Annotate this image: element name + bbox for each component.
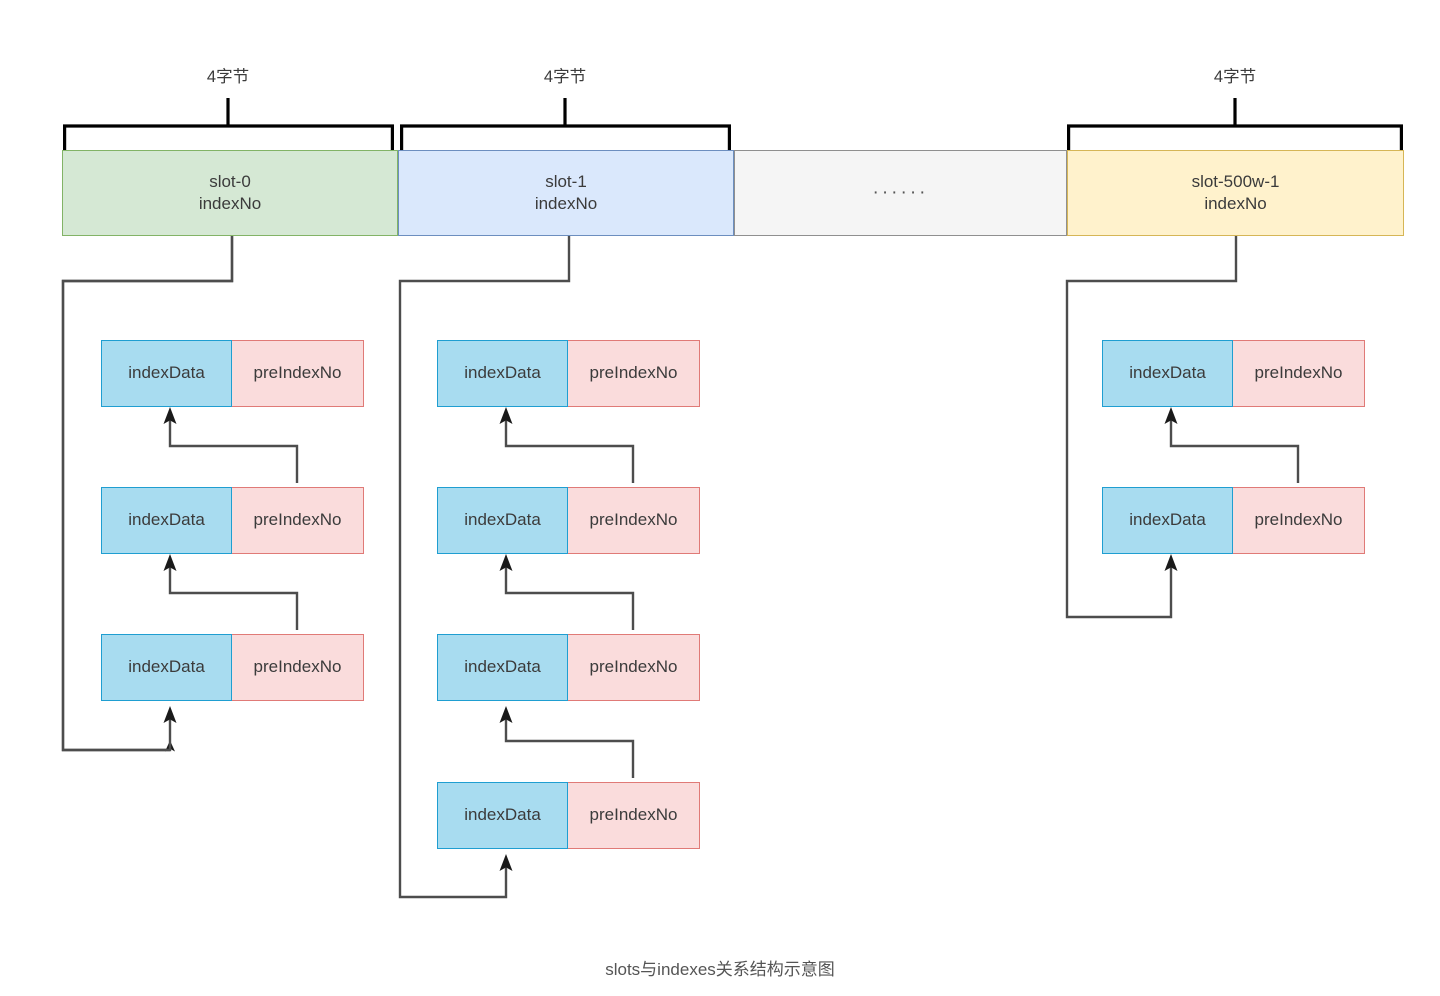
brace-label-slot-500w-1: 4字节 [1213, 68, 1257, 86]
diagram-caption: slots与indexes关系结构示意图 [605, 960, 835, 979]
slot-box-slot-500w-1[interactable]: slot-500w-1 indexNo [1067, 150, 1404, 236]
index-node-left-c1-n4[interactable]: indexData [437, 782, 568, 849]
brace-slot-1 [400, 98, 731, 151]
connector-slot-500w-1-to-chain [1065, 235, 1238, 619]
brace-slot-0 [62, 98, 394, 151]
slot-box-ellipsis: ······ [734, 150, 1067, 236]
slot-box-slot-1[interactable]: slot-1 indexNo [398, 150, 734, 236]
index-node-left-c0-n1[interactable]: indexData [101, 340, 232, 407]
index-node-left-c2-n1[interactable]: indexData [1102, 340, 1233, 407]
arrowhead-chain2-node1 [1164, 407, 1178, 424]
arrowhead-chain2-node2 [1164, 554, 1178, 571]
brace-label-slot-0: 4字节 [206, 68, 250, 86]
connector-chain-1-node-4-to-node-3 [504, 712, 635, 778]
index-node-left-c1-n1[interactable]: indexData [437, 340, 568, 407]
arrowhead-chain0-node2 [163, 554, 177, 571]
index-node-right-c0-n2[interactable]: preIndexNo [232, 487, 364, 554]
index-node-right-c0-n3[interactable]: preIndexNo [232, 634, 364, 701]
connector-chain-1-node-2-to-node-1 [504, 413, 635, 483]
brace-label-slot-1: 4字节 [543, 68, 587, 86]
index-node-left-c1-n2[interactable]: indexData [437, 487, 568, 554]
connector-chain-0-node-3-to-node-2 [168, 560, 299, 630]
arrowhead-chain1-node4 [499, 854, 513, 871]
index-node-left-c0-n2[interactable]: indexData [101, 487, 232, 554]
index-node-right-c1-n3[interactable]: preIndexNo [568, 634, 700, 701]
brace-slot-500w-1 [1067, 98, 1403, 151]
index-node-right-c1-n1[interactable]: preIndexNo [568, 340, 700, 407]
index-node-right-c1-n2[interactable]: preIndexNo [568, 487, 700, 554]
slot-box-slot-0[interactable]: slot-0 indexNo [62, 150, 398, 236]
index-node-left-c1-n3[interactable]: indexData [437, 634, 568, 701]
connector-chain-0-node-2-to-node-1 [168, 413, 299, 483]
arrowhead-chain1-node2 [499, 554, 513, 571]
index-node-left-c0-n3[interactable]: indexData [101, 634, 232, 701]
arrowhead-chain1-node3 [499, 706, 513, 723]
index-node-right-c0-n1[interactable]: preIndexNo [232, 340, 364, 407]
index-node-left-c2-n2[interactable]: indexData [1102, 487, 1233, 554]
arrowhead-chain0-node3 [163, 706, 177, 723]
connector-chain-2-node-2-to-node-1 [1169, 413, 1300, 483]
arrowhead-chain1-node1 [499, 407, 513, 424]
arrowhead-chain0-node1 [163, 407, 177, 424]
connector-chain-1-node-3-to-node-2 [504, 560, 635, 630]
index-node-right-c2-n2[interactable]: preIndexNo [1233, 487, 1365, 554]
index-node-right-c1-n4[interactable]: preIndexNo [568, 782, 700, 849]
index-node-right-c2-n1[interactable]: preIndexNo [1233, 340, 1365, 407]
